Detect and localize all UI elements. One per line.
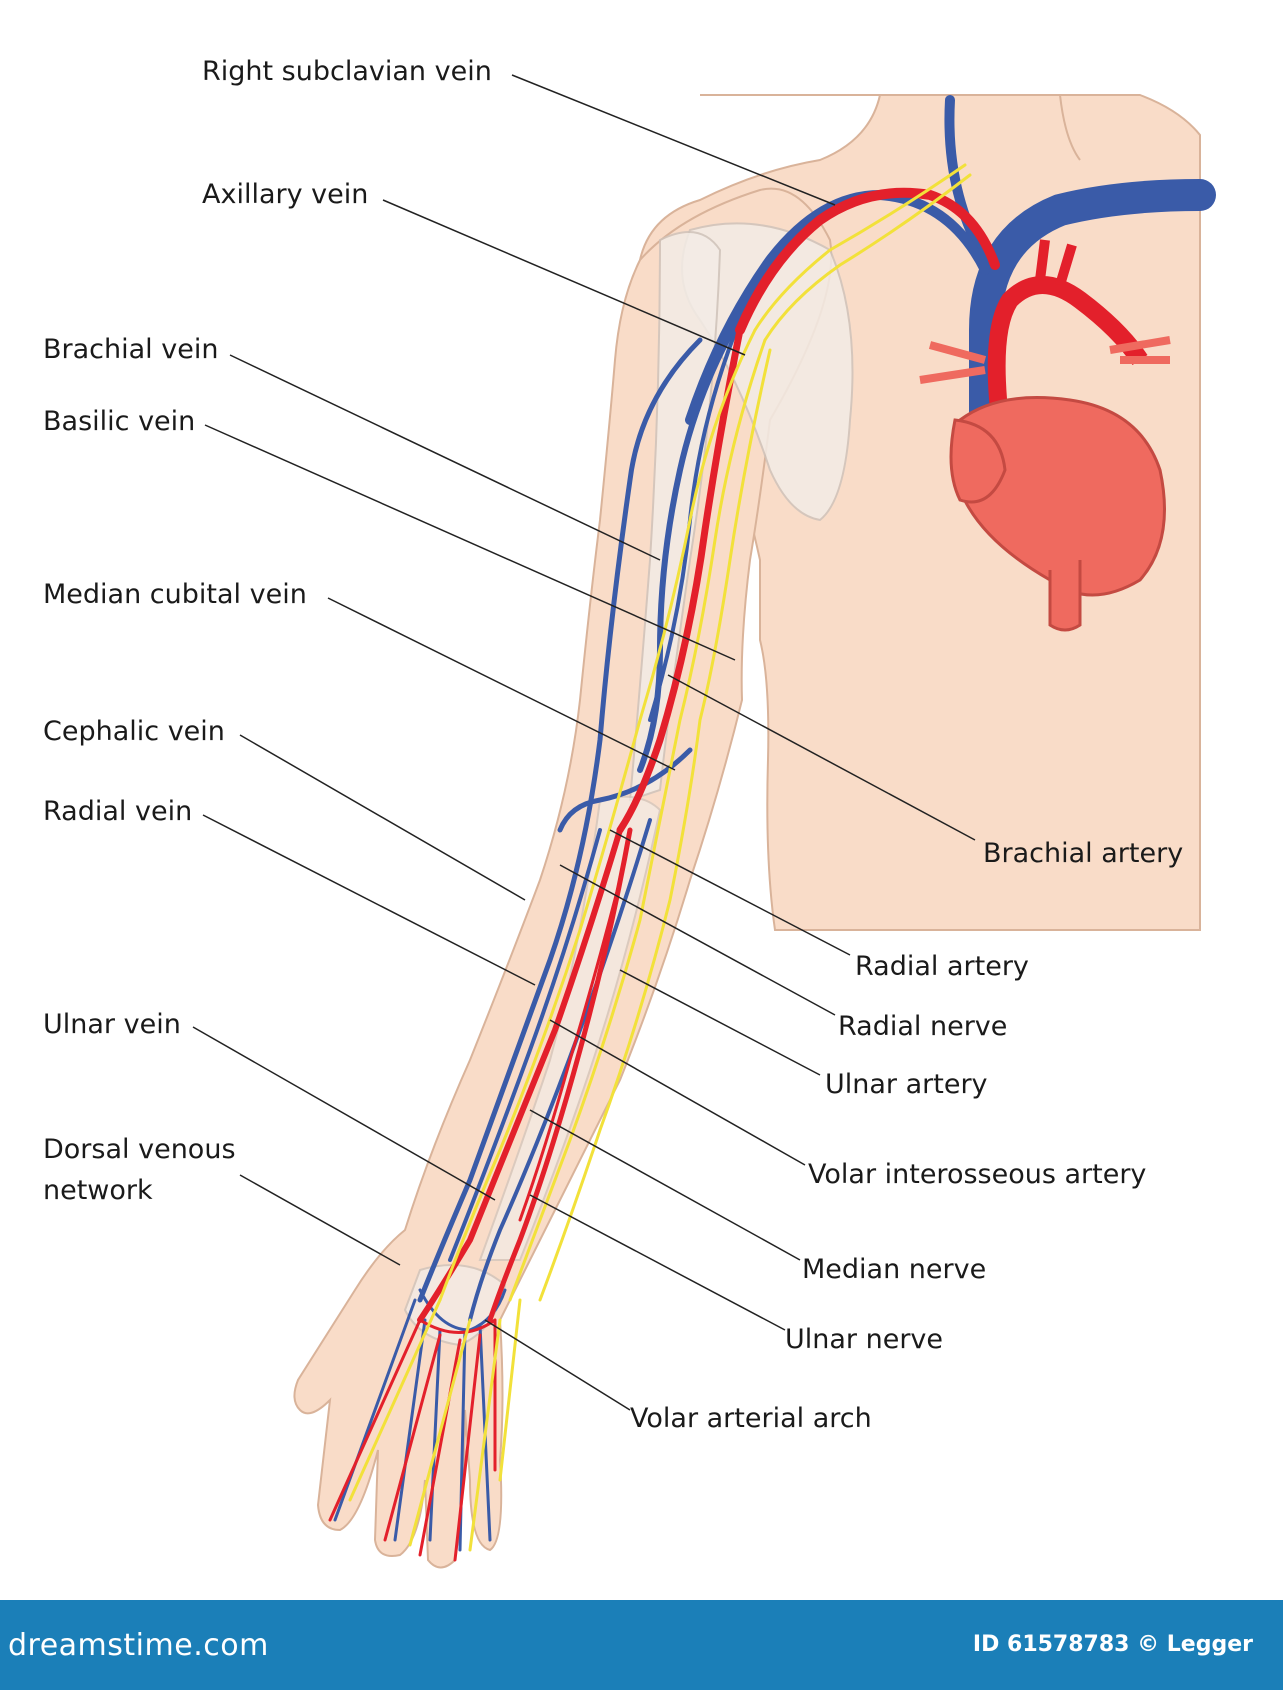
- label-axillary-vein: Axillary vein: [202, 179, 368, 210]
- label-brachial-vein: Brachial vein: [43, 334, 218, 365]
- veins: [333, 95, 1216, 1552]
- label-volar-arterial-arch: Volar arterial arch: [630, 1403, 872, 1434]
- dreamstime-logo: dreamstime.com: [8, 1628, 269, 1663]
- superior-vena-cava: [969, 179, 1216, 446]
- interosseous-artery-path: [518, 858, 627, 1222]
- image-credit: ID 61578783 © Legger: [972, 1632, 1253, 1657]
- labels: Right subclavian vein Axillary vein Brac…: [43, 56, 1183, 1434]
- arm-vasculature-diagram: Right subclavian vein Axillary vein Brac…: [43, 56, 1216, 1569]
- label-radial-nerve: Radial nerve: [838, 1011, 1007, 1042]
- leader-ulnar-nerve: [529, 1194, 786, 1331]
- leader-axillary: [382, 199, 746, 356]
- aorta-branches: [1035, 239, 1077, 287]
- heart-body: [958, 396, 1166, 597]
- label-dorsal-venous-2: network: [43, 1175, 153, 1206]
- label-radial-artery: Radial artery: [855, 951, 1029, 982]
- hand-nerves: [348, 1298, 522, 1552]
- radial-nerve-path: [438, 328, 757, 1302]
- axillary-to-basilic: [637, 297, 753, 773]
- leader-volar-arch: [484, 1319, 631, 1411]
- leader-radial-artery: [609, 829, 851, 956]
- median-cubital-path: [557, 747, 693, 833]
- leader-cephalic: [239, 734, 526, 901]
- label-median-nerve: Median nerve: [802, 1254, 986, 1285]
- median-nerve-path: [508, 338, 767, 1302]
- label-ulnar-vein: Ulnar vein: [43, 1009, 181, 1040]
- label-radial-vein: Radial vein: [43, 796, 192, 827]
- label-ulnar-nerve: Ulnar nerve: [785, 1324, 943, 1355]
- subclavian-artery: [735, 187, 1000, 335]
- leader-right-subclavian: [511, 74, 836, 206]
- nerves: [348, 163, 972, 1552]
- leader-median-nerve: [529, 1109, 801, 1261]
- leader-ulnar-artery: [619, 969, 821, 1076]
- leader-volar-interosseous: [549, 1019, 806, 1166]
- leader-ulnar-vein: [192, 1026, 496, 1201]
- leader-median-cubital: [327, 597, 676, 771]
- ulnar-artery-path: [487, 827, 633, 1323]
- neck-outline: [1059, 94, 1081, 161]
- volar-arch-path: [328, 1318, 497, 1562]
- leader-basilic: [204, 424, 736, 661]
- heart: [919, 239, 1171, 632]
- subclavian-vein-path: [685, 189, 990, 425]
- label-volar-interosseous-artery: Volar interosseous artery: [808, 1159, 1146, 1190]
- ulnar-vein-path: [468, 818, 652, 1322]
- label-basilic-vein: Basilic vein: [43, 406, 195, 437]
- label-median-cubital-vein: Median cubital vein: [43, 579, 307, 610]
- pulmonary-vessels: [919, 336, 1171, 384]
- radial-vein-path: [448, 828, 602, 1262]
- cephalic-vein-path: [417, 337, 703, 1303]
- brachial-artery-path: [616, 326, 744, 834]
- leader-lines: [192, 74, 976, 1411]
- heart-atrium: [949, 418, 1007, 504]
- label-cephalic-vein: Cephalic vein: [43, 716, 225, 747]
- brachial-plexus-2: [763, 173, 972, 342]
- label-right-subclavian-vein: Right subclavian vein: [202, 56, 492, 87]
- humerus-bone: [628, 231, 722, 802]
- leader-dorsal-venous: [239, 1174, 401, 1266]
- leader-radial-nerve: [559, 864, 836, 1016]
- label-brachial-artery: Brachial artery: [983, 838, 1183, 869]
- brachial-plexus: [753, 163, 967, 332]
- label-dorsal-venous-1: Dorsal venous: [43, 1134, 236, 1165]
- aorta: [987, 276, 1148, 421]
- ulnar-nerve-path: [538, 348, 772, 1302]
- label-ulnar-artery: Ulnar artery: [825, 1069, 988, 1100]
- leader-radial-vein: [202, 814, 536, 986]
- footer-bar: dreamstime.com ID 61578783 © Legger: [0, 1600, 1283, 1690]
- leader-brachial-vein: [229, 354, 661, 561]
- leader-brachial-artery: [667, 674, 976, 841]
- descending-aorta: [1048, 560, 1082, 632]
